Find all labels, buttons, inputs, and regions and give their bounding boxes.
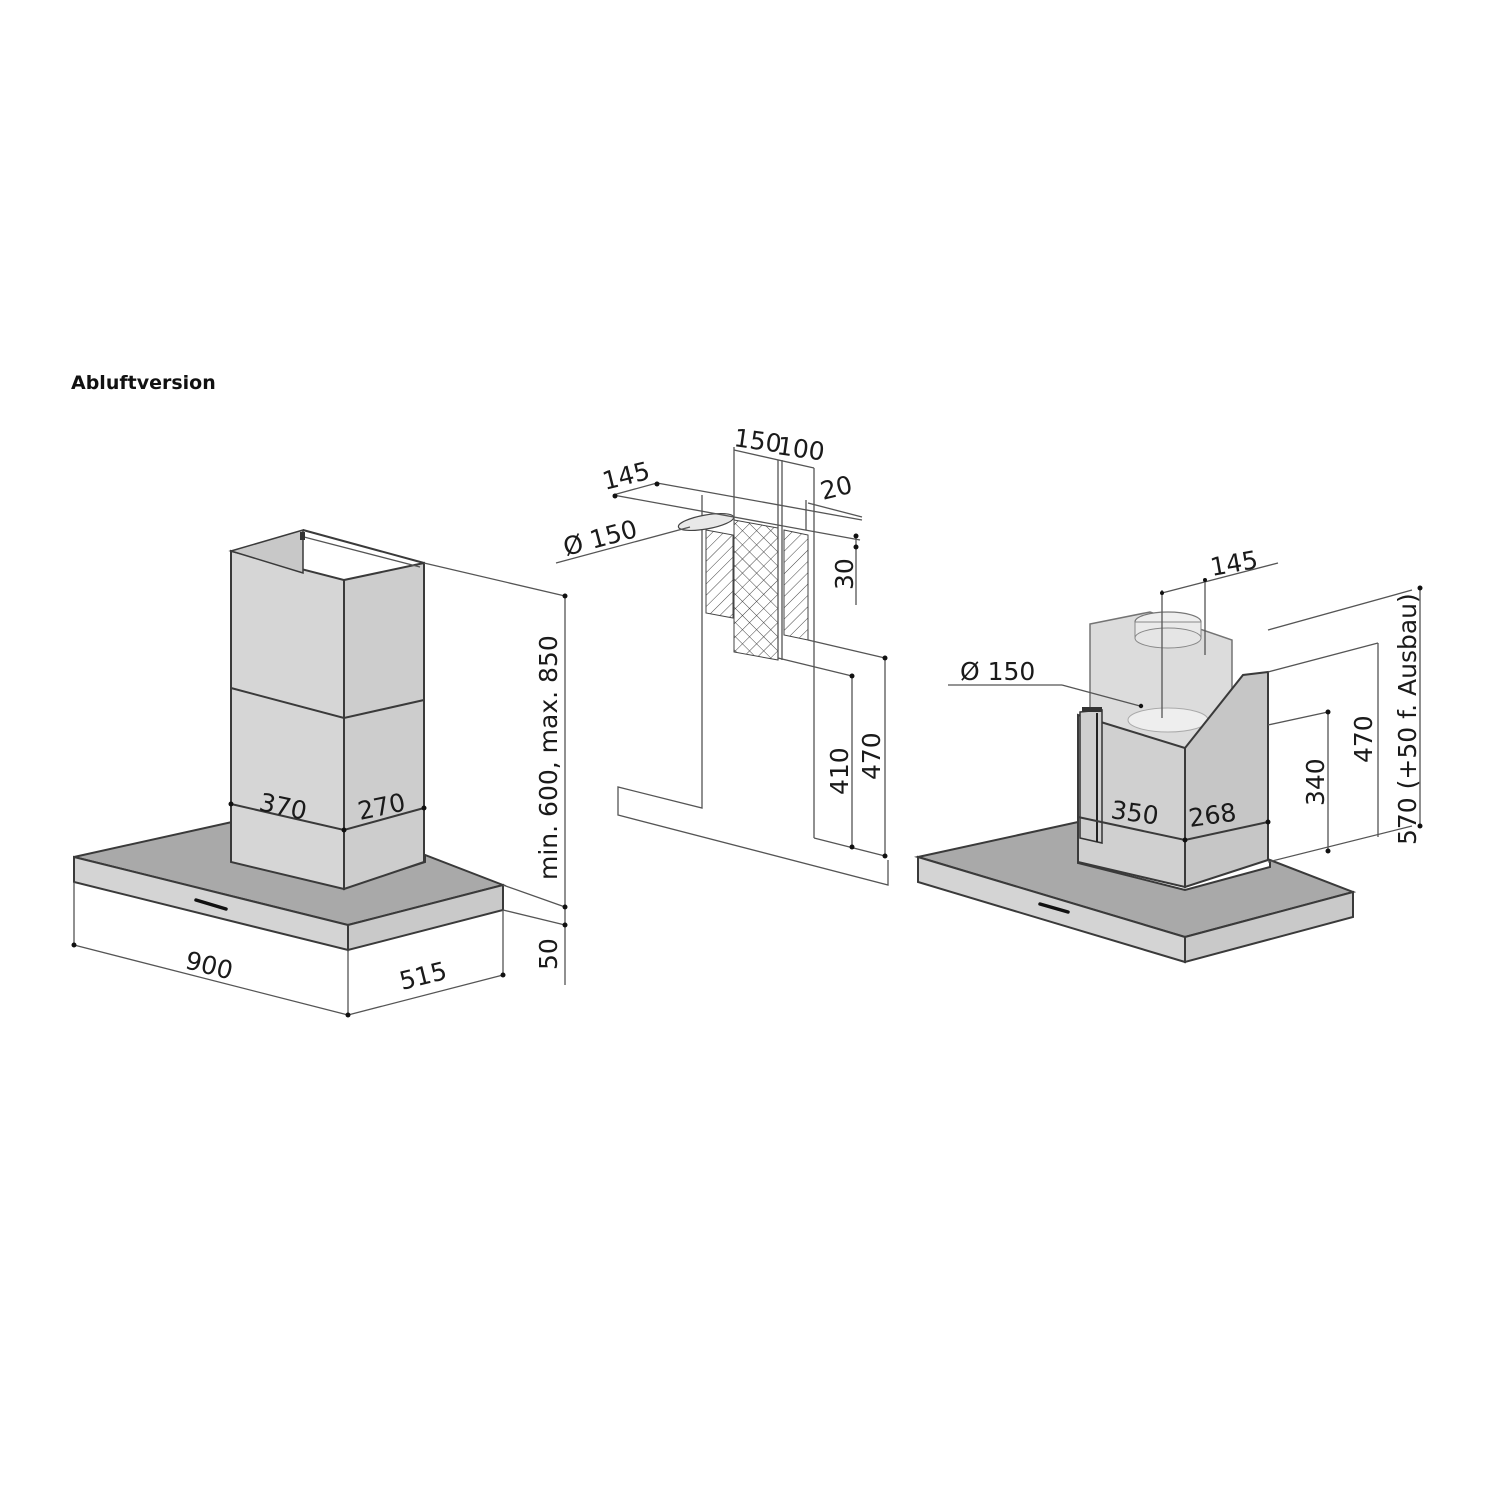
dim-chimney-height: min. 600, max. 850 [534,635,563,880]
dim-canopy-depth: 515 [396,956,449,996]
side-section: 145 Ø 150 150 100 20 30 410 470 [555,423,889,886]
dim-height-outer: 470 [857,732,886,780]
motor-view: 350 268 145 Ø 150 340 470 570 (+50 f. Au… [914,545,1423,964]
dim-height-total: 570 (+50 f. Ausbau) [1393,593,1422,845]
dim-housing-width: 350 [1109,795,1160,830]
chimney-front [230,549,345,891]
dim-canopy-height: 50 [534,938,563,970]
housing-side [1184,670,1269,889]
dim-housing-depth: 268 [1187,798,1238,833]
front-view: 370 270 min. 600, max. 850 50 900 515 [71,529,568,1018]
dim-canopy-width: 900 [183,946,236,986]
dim-duct-diameter: Ø 150 [560,514,640,562]
dim-height-low: 340 [1301,758,1330,806]
dim-motor-duct-diameter: Ø 150 [960,657,1035,686]
dim-duct-offset: 145 [599,456,652,496]
dim-wall-b: 100 [775,431,826,466]
wall-block-left [705,529,734,619]
dim-height-inner: 410 [825,747,854,795]
dim-gap-top: 20 [817,470,855,506]
page-title: Abluftversion [71,372,216,394]
wall-block-right [783,529,809,641]
chimney-side [343,561,425,891]
dim-wall-a: 150 [732,423,783,458]
control-slot [194,898,228,911]
dim-gap-small: 30 [830,558,859,590]
wall-block-center [733,519,779,661]
control-panel [1079,709,1103,844]
dim-height-mid: 470 [1349,715,1378,763]
dim-motor-duct-offset: 145 [1208,545,1260,582]
chimney-back-panel [228,529,304,575]
